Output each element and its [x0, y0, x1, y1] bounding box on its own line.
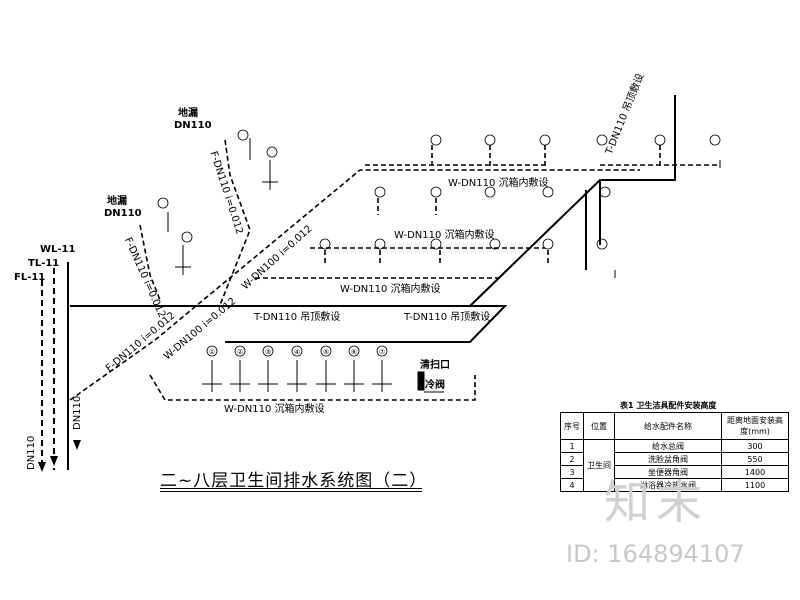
t-ceiling-label-1: T-DN110 吊顶敷设	[254, 312, 341, 323]
diagram-title: 二~八层卫生间排水系统图（二）	[160, 471, 428, 491]
w-buried-label-4: W-DN110 沉箱内敷设	[224, 404, 325, 415]
fixture-number: ⑥	[351, 348, 357, 356]
table-row: 2 洗脸盆角阀 550	[560, 452, 789, 466]
dashed-pipes	[69, 139, 720, 401]
f-pipe-upper	[219, 139, 251, 306]
fixture-number: ③	[265, 348, 271, 356]
valve-label: 冷阀	[425, 380, 445, 391]
fixture-number: ②	[237, 348, 243, 356]
f-pipe-lower	[139, 224, 161, 301]
fixtures	[167, 138, 721, 393]
cleanout-label: 清扫口	[420, 360, 450, 371]
location-cell: 卫生间	[583, 439, 615, 492]
fixture-number: ④	[294, 348, 300, 356]
fixture-height-table: 序号 位置 给水配件名称 距离地面安装高度(mm) 1 卫生间 给水总阀 300…	[560, 412, 789, 492]
col-height: 距离地面安装高度(mm)	[721, 412, 789, 440]
col-location: 位置	[583, 412, 615, 440]
floor-drain-label-1: 地漏	[178, 108, 198, 119]
table-row: 3 坐便器角阀 1400	[560, 465, 789, 479]
fixture-circles	[157, 129, 721, 357]
table-header-row: 序号 位置 给水配件名称 距离地面安装高度(mm)	[560, 412, 789, 440]
w-buried-label-1: W-DN110 沉箱内敷设	[448, 178, 549, 189]
w-pipe-diag	[69, 169, 640, 401]
dn-label-2: DN110	[104, 208, 142, 219]
fixture-number: ⑦	[379, 348, 385, 356]
w-pipe-row3	[149, 374, 476, 401]
cleanout-box	[417, 371, 425, 391]
t-ceiling-label-2: T-DN110 吊顶敷设	[404, 312, 491, 323]
table-row: 1 卫生间 给水总阀 300	[560, 439, 789, 492]
w-buried-label-3: W-DN110 沉箱内敷设	[340, 284, 441, 295]
ceiling-pipe-main	[70, 305, 508, 343]
flow-arrows	[38, 440, 81, 472]
riser-wl-label: WL-11	[40, 244, 76, 255]
dn-label-1: DN110	[174, 120, 212, 131]
title-underline-2	[160, 491, 422, 492]
riser-tl-label: TL-11	[28, 258, 60, 269]
fixture-number: ①	[209, 348, 215, 356]
table-caption: 表1 卫生洁具配件安装高度	[620, 401, 717, 410]
dn-down-label-1: DN110	[26, 435, 37, 470]
fixture-row-bottom	[202, 360, 392, 392]
watermark-logo: 知末	[604, 475, 708, 529]
col-no: 序号	[560, 412, 584, 440]
col-name: 给水配件名称	[614, 412, 722, 440]
dn-down-label-2: DN110	[72, 395, 83, 430]
ceiling-pipe-riser	[469, 95, 676, 307]
fixture-number: ⑤	[323, 348, 329, 356]
title-underline-1	[160, 488, 422, 489]
watermark-id: ID: 164894107	[566, 540, 745, 568]
riser-fl-label: FL-11	[14, 272, 46, 283]
w-buried-label-2: W-DN110 沉箱内敷设	[394, 230, 495, 241]
table-row: 4 淋浴器冷热水阀 1100	[560, 478, 789, 492]
floor-drain-label-2: 地漏	[107, 196, 127, 207]
